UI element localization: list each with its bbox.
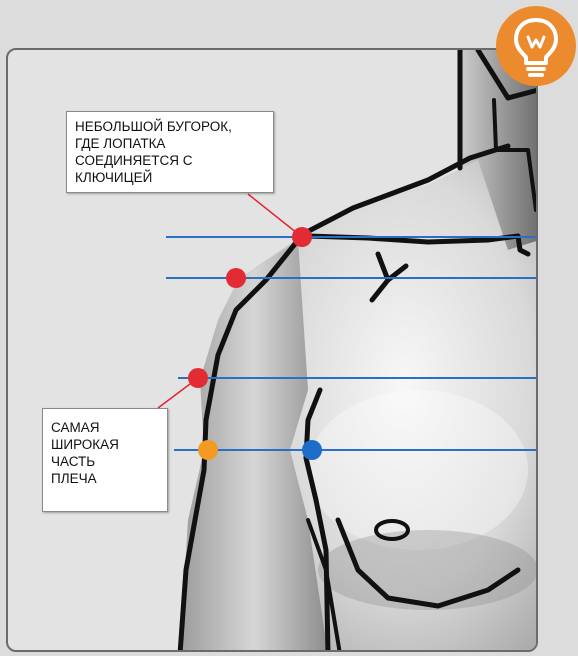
- callout-acromion-line-1: НЕБОЛЬШОЙ БУГОРОК,: [75, 118, 265, 135]
- callout-widest-line-2: ШИРОКАЯ: [51, 436, 159, 453]
- lightbulb-icon: [496, 6, 576, 86]
- callout-acromion-line-2: ГДЕ ЛОПАТКА: [75, 135, 265, 152]
- callout-acromion-line-3: СОЕДИНЯЕТСЯ С: [75, 152, 265, 169]
- callout-acromion: НЕБОЛЬШОЙ БУГОРОК, ГДЕ ЛОПАТКА СОЕДИНЯЕТ…: [66, 111, 274, 193]
- callout-acromion-line-4: КЛЮЧИЦЕЙ: [75, 169, 265, 186]
- callout-widest: САМАЯ ШИРОКАЯ ЧАСТЬ ПЛЕЧА: [42, 408, 168, 512]
- tip-badge: [496, 6, 576, 86]
- callout-widest-line-4: ПЛЕЧА: [51, 470, 159, 487]
- marker-widest-outer: [198, 440, 218, 460]
- callout-widest-line-1: САМАЯ: [51, 419, 159, 436]
- marker-shoulder-mid: [188, 368, 208, 388]
- callout-widest-line-3: ЧАСТЬ: [51, 453, 159, 470]
- marker-shoulder-top: [226, 268, 246, 288]
- leader-line-top: [248, 194, 302, 237]
- marker-acromion: [292, 227, 312, 247]
- pec-shadow: [318, 530, 538, 610]
- marker-widest-inner: [302, 440, 322, 460]
